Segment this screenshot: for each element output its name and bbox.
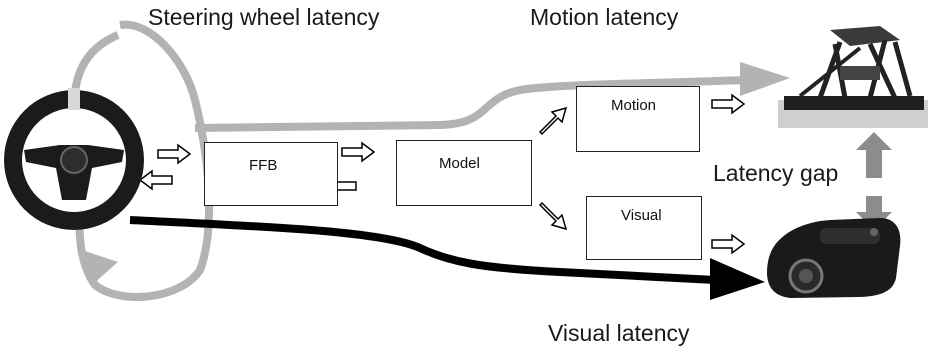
arrow-visual-to-projector bbox=[711, 233, 746, 255]
projector-icon bbox=[766, 218, 901, 298]
visual-box: Visual bbox=[586, 196, 702, 260]
motion-box: Motion bbox=[576, 86, 700, 152]
steering-latency-label: Steering wheel latency bbox=[148, 4, 380, 30]
model-label: Model bbox=[439, 155, 480, 172]
motion-latency-label: Motion latency bbox=[530, 4, 679, 30]
visual-latency-label: Visual latency bbox=[548, 320, 690, 346]
ffb-box: FFB bbox=[204, 142, 338, 206]
visual-latency-arrow bbox=[129, 216, 765, 300]
latency-gap-arrows bbox=[856, 132, 892, 230]
gap-down-arrow bbox=[856, 196, 892, 230]
motion-platform-icon bbox=[778, 26, 928, 128]
gap-up-arrow bbox=[856, 132, 892, 178]
arrow-model-to-visual bbox=[538, 201, 568, 231]
steering-loop-arrowhead bbox=[82, 250, 118, 285]
arrow-motion-to-platform bbox=[711, 93, 746, 115]
visual-label: Visual bbox=[621, 207, 662, 224]
arrow-ffb-to-model bbox=[341, 141, 376, 163]
motion-latency-arrow bbox=[194, 62, 790, 132]
latency-gap-label: Latency gap bbox=[713, 160, 839, 186]
arrow-model-to-motion bbox=[538, 106, 568, 136]
model-box: Model bbox=[396, 140, 532, 206]
ffb-label: FFB bbox=[249, 157, 278, 174]
motion-label: Motion bbox=[611, 97, 657, 114]
arrow-ffb-to-wheel bbox=[138, 169, 173, 191]
steering-wheel-icon bbox=[4, 88, 144, 230]
arrow-wheel-to-ffb bbox=[157, 143, 192, 165]
